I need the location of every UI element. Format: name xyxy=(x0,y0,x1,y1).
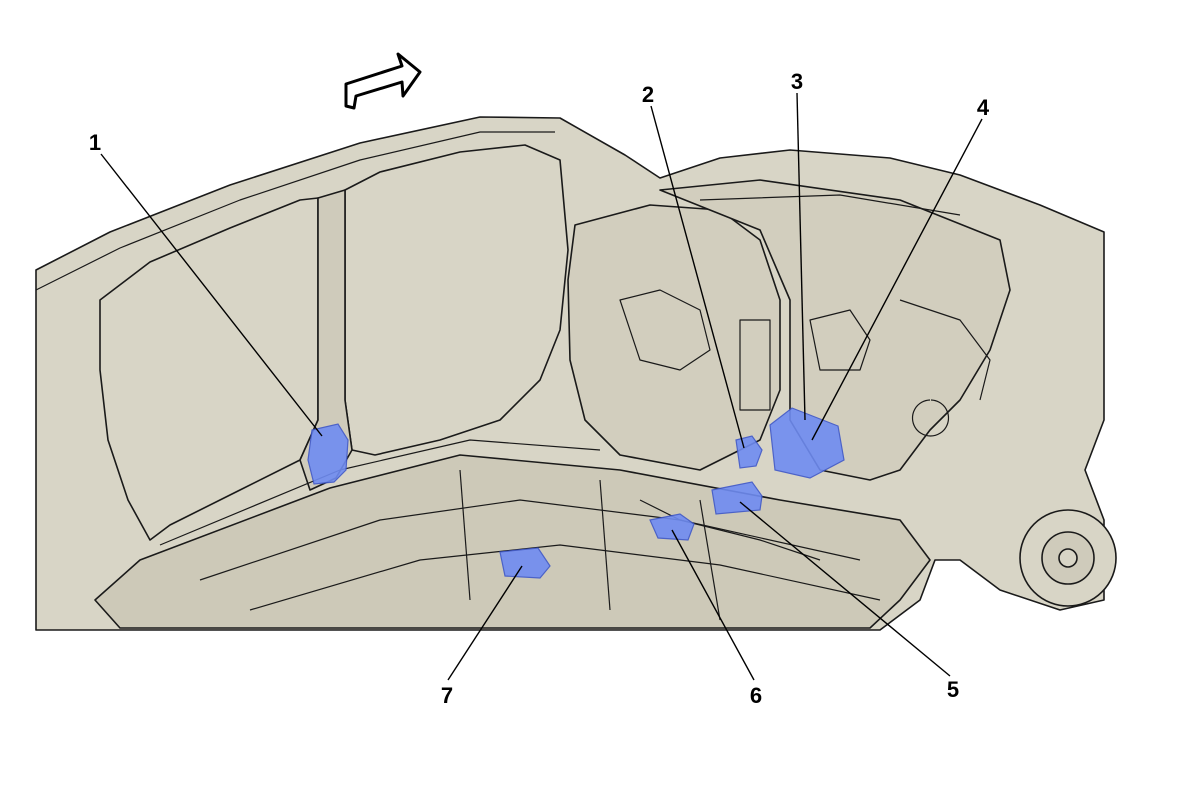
callout-1: 1 xyxy=(89,130,101,155)
leader-line-4 xyxy=(811,118,983,441)
leader-line-3 xyxy=(796,92,806,421)
forward-direction-arrow-icon xyxy=(344,52,422,110)
leader-line-1 xyxy=(100,153,323,437)
leader-line-6 xyxy=(671,529,755,681)
hub-center xyxy=(1058,548,1078,568)
module-3 xyxy=(769,407,845,479)
module-5 xyxy=(711,481,763,515)
front-door-opening xyxy=(99,197,319,541)
callout-5: 5 xyxy=(947,677,959,702)
rear-wheelhouse xyxy=(567,204,781,471)
callout-2: 2 xyxy=(642,82,654,107)
leader-lines xyxy=(100,92,983,681)
vehicle-body-structure xyxy=(35,116,1117,631)
callout-labels: 1 2 3 4 5 6 7 xyxy=(89,69,990,708)
structural-detail-lines xyxy=(35,131,991,621)
module-6 xyxy=(649,513,695,541)
callout-6: 6 xyxy=(750,683,762,708)
callout-7: 7 xyxy=(441,683,453,708)
leader-line-7 xyxy=(447,565,523,681)
leader-line-2 xyxy=(650,105,745,449)
callout-4: 4 xyxy=(977,95,990,120)
highlighted-components xyxy=(307,407,845,579)
callout-3: 3 xyxy=(791,69,803,94)
rear-panel xyxy=(659,179,1011,481)
rear-door-opening xyxy=(344,144,569,456)
module-1 xyxy=(307,423,349,485)
leader-line-5 xyxy=(739,501,951,677)
module-7 xyxy=(499,547,551,579)
